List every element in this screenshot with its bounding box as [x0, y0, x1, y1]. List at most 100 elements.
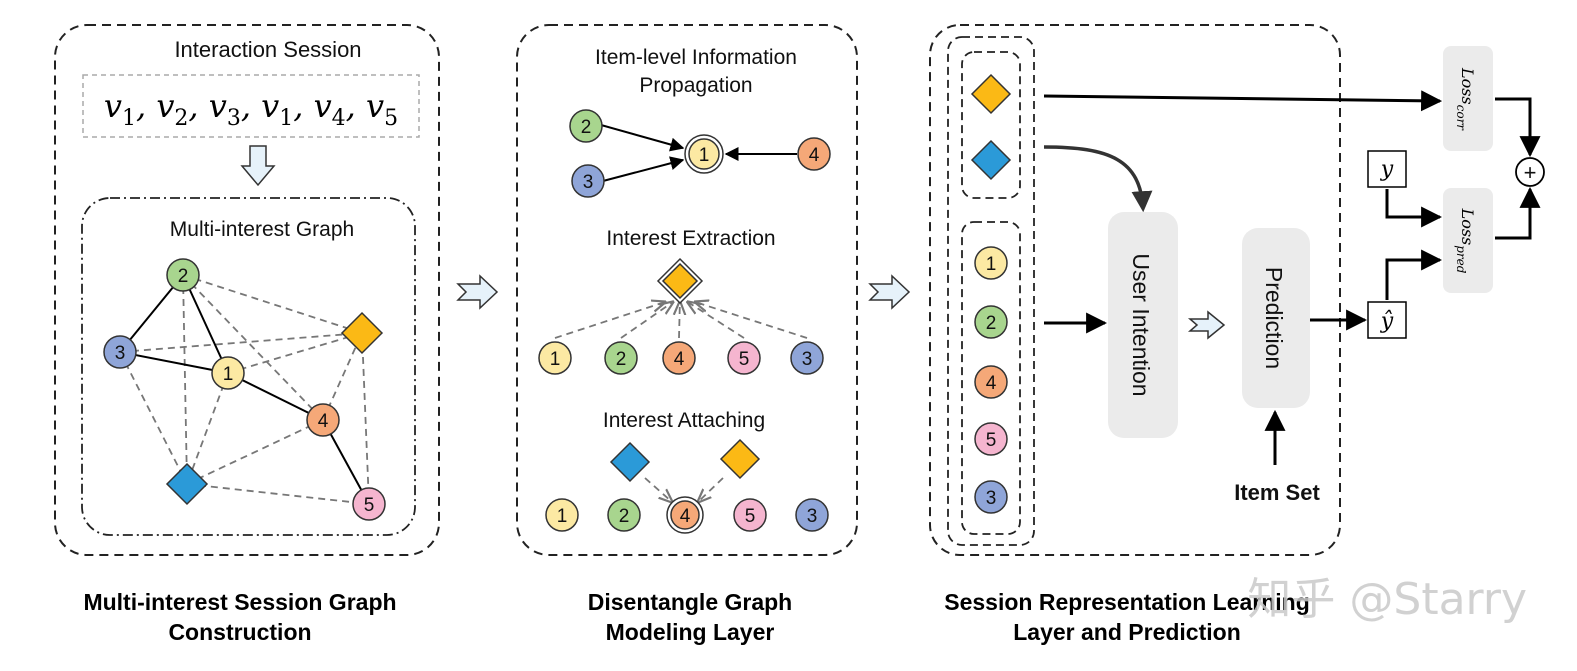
node-1: 1	[545, 498, 579, 532]
node-circle	[790, 341, 824, 375]
sequence-separator: ,	[241, 87, 261, 125]
node-circle	[166, 258, 200, 292]
node-circle	[545, 498, 579, 532]
yhat-to-loss-arrow	[1385, 249, 1443, 300]
sequence-item: v	[261, 87, 279, 125]
node-circle	[670, 500, 700, 530]
node-circle	[211, 356, 245, 390]
node-label: 3	[802, 349, 813, 370]
diamond-shape	[719, 438, 761, 480]
user-intention-block	[1108, 212, 1178, 438]
node-label: 3	[115, 343, 126, 364]
propagation-edge	[602, 156, 685, 182]
attaching-edge	[644, 477, 672, 502]
node-label: 5	[986, 430, 997, 451]
embedding-column	[947, 36, 1035, 546]
node-label: 4	[809, 145, 820, 166]
sequence-item: v	[104, 87, 122, 125]
node-label: 4	[318, 411, 329, 432]
node-circle	[538, 341, 572, 375]
node-3: 3	[790, 341, 824, 375]
node-label: 1	[550, 349, 561, 370]
dashed-edge	[186, 483, 370, 505]
y-to-loss-arrow	[1385, 189, 1443, 228]
sequence-item: v	[366, 87, 384, 125]
node-circle	[733, 498, 767, 532]
node-label: 4	[986, 373, 997, 394]
dashed-edge	[119, 351, 188, 485]
loss-pred-to-sum-arrow	[1495, 186, 1541, 240]
graph-box	[81, 197, 416, 536]
loss-corr-block	[1443, 46, 1493, 151]
y-hat-box	[1367, 301, 1407, 339]
attaching-title: Interest Attaching	[603, 409, 765, 432]
panel2-border	[516, 24, 858, 556]
node-circle	[974, 305, 1008, 339]
node-circle	[569, 109, 603, 143]
extraction-edge	[695, 302, 808, 339]
dashed-edge	[361, 332, 370, 505]
sequence-separator: ,	[346, 87, 366, 125]
session-sequence: v1, v2, v3, v1, v4, v5	[104, 87, 398, 131]
node-2: 2	[569, 109, 603, 143]
interest-to-loss-corr-arrow	[1043, 90, 1443, 112]
graph-title: Multi-interest Graph	[170, 218, 354, 241]
node-3: 3	[103, 335, 137, 369]
node-5: 5	[352, 487, 386, 521]
node-label: 3	[583, 172, 594, 193]
sequence-subscript: 3	[227, 106, 241, 131]
prediction-block	[1242, 228, 1310, 408]
attaching-diamond-blue	[609, 441, 651, 483]
interest-diamond-blue	[165, 462, 209, 506]
panel3-caption-line2: Layer and Prediction	[1013, 619, 1241, 645]
node-label: 2	[178, 266, 189, 287]
panel3-caption-line1: Session Representation Learning	[944, 589, 1310, 615]
sequence-subscript: 2	[174, 106, 188, 131]
y-box	[1367, 150, 1407, 188]
dashed-edge	[182, 274, 324, 421]
user-intention-label: User Intention	[1128, 253, 1154, 396]
node-label: 2	[619, 506, 630, 527]
loss-corr-text: Losscorr	[1454, 67, 1477, 131]
node-label: 1	[699, 145, 710, 166]
node-circle	[974, 365, 1008, 399]
sequence-subscript: 4	[332, 106, 346, 131]
node-1: 1	[974, 246, 1008, 280]
node-circle	[974, 246, 1008, 280]
interest-embedding-blue	[970, 139, 1012, 181]
node-circle	[103, 335, 137, 369]
panel-graph-construction: Interaction Session v1, v2, v3, v1, v4, …	[54, 24, 440, 645]
down-arrow-icon	[240, 145, 276, 187]
node-circle	[795, 498, 829, 532]
diamond-shape	[165, 462, 209, 506]
propagation-edge	[600, 124, 685, 152]
node-circle	[727, 341, 761, 375]
node-3: 3	[974, 480, 1008, 514]
node-1: 1	[538, 341, 572, 375]
node-label: 2	[616, 349, 627, 370]
item-set-label: Item Set	[1234, 480, 1320, 505]
node-5: 5	[733, 498, 767, 532]
node-circle	[607, 498, 641, 532]
node-3: 3	[571, 164, 605, 198]
node-circle	[662, 341, 696, 375]
item-group	[961, 221, 1021, 535]
extracted-interest-diamond	[656, 257, 704, 305]
diamond-shape	[970, 73, 1012, 115]
loss-area: ŷ y Losscorr Losspred +	[1310, 46, 1545, 339]
node-label: 1	[223, 364, 234, 385]
node-label: 4	[680, 506, 691, 527]
interest-group	[961, 51, 1021, 199]
session-sequence-text: v1, v2, v3, v1, v4, v5	[104, 87, 398, 131]
node-label: 2	[986, 313, 997, 334]
node-label: 4	[674, 349, 685, 370]
right-arrow-icon	[868, 274, 911, 310]
interest-to-intention-arrow	[1043, 145, 1153, 213]
sequence-item: v	[156, 87, 174, 125]
right-arrow-icon	[456, 274, 499, 310]
diamond-shape	[609, 441, 651, 483]
sequence-item: v	[314, 87, 332, 125]
interest-embedding-orange	[970, 73, 1012, 115]
